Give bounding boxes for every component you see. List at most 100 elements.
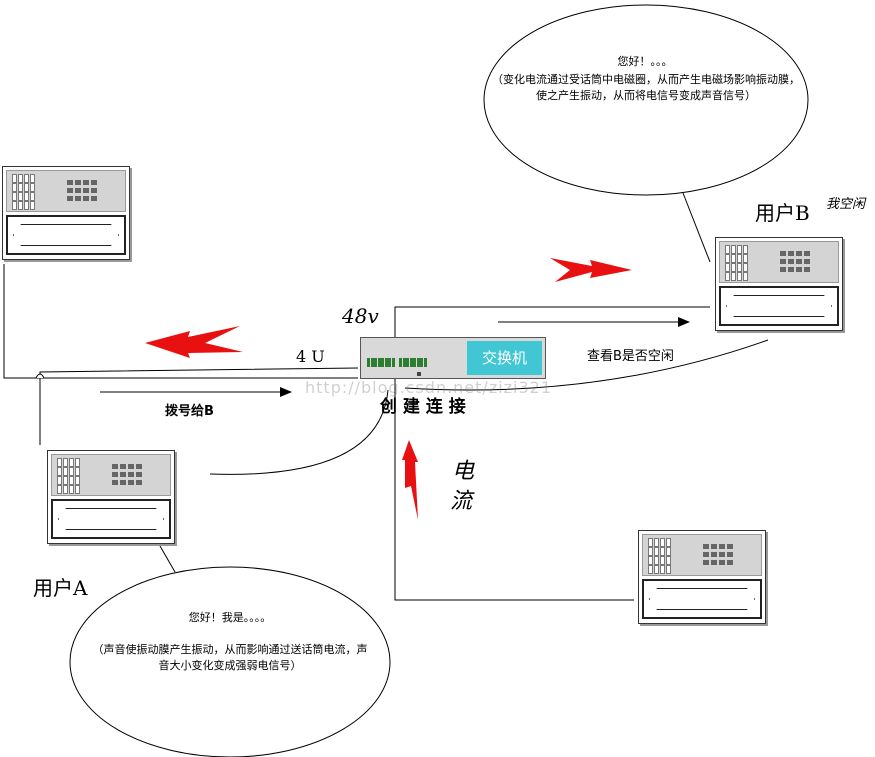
phone-pad-button: [780, 259, 786, 264]
phone-key: [69, 485, 74, 494]
phone-key: [30, 201, 35, 210]
switch-port: [370, 358, 374, 367]
wire-bottom-right: [394, 337, 634, 601]
phone-key: [654, 565, 659, 574]
phone-key: [12, 174, 17, 183]
phone-key: [666, 538, 671, 547]
phone-pad-button: [796, 259, 802, 264]
phone-key: [75, 485, 80, 494]
phone-pad-button: [703, 560, 709, 565]
phone-key: [648, 538, 653, 547]
phone-pad-button: [91, 196, 97, 201]
phone-pad-button: [136, 472, 142, 477]
trunk-label: 4 U: [296, 347, 325, 366]
phone-key: [725, 245, 730, 254]
curve-check-idle: [404, 339, 769, 391]
phone-key: [725, 272, 730, 281]
phone-key: [731, 272, 736, 281]
phone-pad-button: [67, 188, 73, 193]
phone-pad-button: [788, 267, 794, 272]
phone-pad-button: [91, 188, 97, 193]
phone-pad-button: [788, 251, 794, 256]
phone-key: [743, 272, 748, 281]
phone-key: [12, 183, 17, 192]
phone-pad-button: [796, 251, 802, 256]
switch-port: [377, 358, 381, 367]
phone-key: [737, 272, 742, 281]
bubble-b-greeting: 您好！。。。: [617, 55, 673, 68]
phone-key: [63, 458, 68, 467]
phone-pad-button: [67, 196, 73, 201]
phone-key: [57, 458, 62, 467]
telephone-top-left: [2, 166, 130, 260]
speech-bubble-a-tail: [159, 545, 176, 573]
bubble-a-text: （声音使振动膜产生振动，从而影响通过送话筒电流，声音大小变化变成强弱电信号）: [92, 643, 368, 672]
phone-key: [18, 192, 23, 201]
phone-key: [660, 556, 665, 565]
phone-key: [63, 485, 68, 494]
phone-pad-button: [719, 560, 725, 565]
phone-pad-button: [727, 560, 733, 565]
switch-port: [367, 358, 370, 367]
phone-pad-button: [120, 480, 126, 485]
phone-key: [69, 458, 74, 467]
switch-port: [413, 358, 416, 367]
phone-pad-button: [75, 188, 81, 193]
phone-key: [654, 556, 659, 565]
phone-key: [731, 254, 736, 263]
phone-key: [725, 254, 730, 263]
phone-key: [666, 556, 671, 565]
switch-led: [417, 372, 421, 376]
phone-pad-button: [711, 552, 717, 557]
phone-key: [57, 467, 62, 476]
phone-key: [12, 192, 17, 201]
red-arrow-to-b: [550, 258, 632, 282]
user-a-label: 用户A: [33, 576, 88, 600]
red-arrow-current: [402, 440, 418, 520]
arrow-check-head: [678, 317, 690, 327]
curve-user-a: [209, 389, 389, 475]
phone-key: [24, 201, 29, 210]
telephone-user-b: [715, 237, 843, 331]
phone-key: [731, 245, 736, 254]
phone-pad-button: [780, 251, 786, 256]
bubble-a-greeting: 您好！我是。。。。: [188, 611, 272, 624]
phone-key: [648, 556, 653, 565]
phone-key: [648, 565, 653, 574]
speech-bubble-b-outline: [483, 4, 809, 196]
switch-port: [420, 358, 423, 367]
switch-port: [388, 358, 391, 367]
phone-pad-button: [112, 464, 118, 469]
phone-pad-button: [112, 472, 118, 477]
switch-port: [391, 358, 395, 367]
phone-key: [654, 538, 659, 547]
phone-key: [63, 476, 68, 485]
phone-pad-button: [711, 560, 717, 565]
phone-pad-button: [703, 544, 709, 549]
phone-key: [660, 538, 665, 547]
phone-key: [30, 192, 35, 201]
red-arrow-to-a: [145, 326, 243, 358]
phone-key: [737, 245, 742, 254]
phone-pad-button: [780, 267, 786, 272]
switch-port: [374, 358, 377, 367]
bubble-b-text: （变化电流通过受话筒中电磁圈，从而产生电磁场影响振动膜，使之产生振动，从而将电信…: [492, 73, 800, 102]
wire-hop: [35, 373, 45, 379]
check-idle-label: 查看B是否空闲: [587, 349, 674, 364]
voltage-label: 48v: [342, 304, 379, 328]
phone-key: [12, 201, 17, 210]
phone-pad-button: [719, 552, 725, 557]
arrow-dial-head: [280, 387, 292, 397]
phone-key: [75, 458, 80, 467]
phone-pad-button: [136, 464, 142, 469]
switch-port: [409, 358, 413, 367]
phone-pad-button: [128, 464, 134, 469]
switch-port: [381, 358, 384, 367]
phone-key: [666, 547, 671, 556]
phone-pad-button: [788, 259, 794, 264]
phone-key: [69, 476, 74, 485]
telephone-bottom-right: [638, 530, 766, 624]
phone-pad-button: [703, 552, 709, 557]
